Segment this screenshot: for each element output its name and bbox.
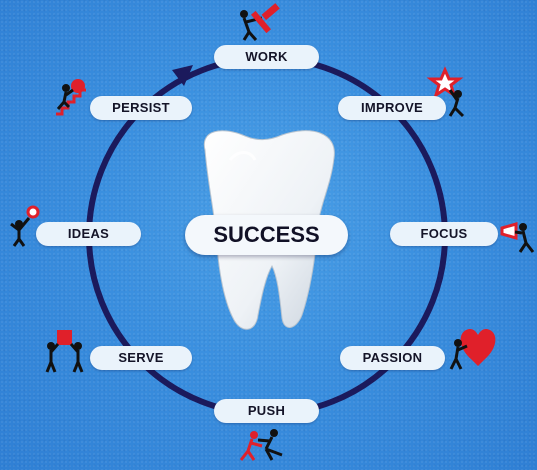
star-figure-icon [426, 66, 465, 118]
step-serve-label: SERVE [90, 346, 192, 370]
step-persist-label: PERSIST [90, 96, 192, 120]
step-focus-label: FOCUS [390, 222, 498, 246]
cycle-arrow [172, 65, 193, 86]
megaphone-figure-icon [500, 222, 535, 253]
step-passion-label: PASSION [340, 346, 445, 370]
heart-figure-icon [449, 328, 496, 370]
step-improve-label: IMPROVE [338, 96, 446, 120]
stairs-ball-figure-icon [56, 79, 86, 116]
hammer-figure-icon [240, 3, 280, 41]
step-push-label: PUSH [214, 399, 319, 423]
step-ideas-label: IDEAS [36, 222, 141, 246]
pushing-figures-icon [239, 429, 283, 461]
step-work-label: WORK [214, 45, 319, 69]
center-success-label: SUCCESS [185, 215, 348, 255]
box-carry-figures-icon [45, 330, 84, 373]
lightbulb-figure-icon [10, 205, 40, 247]
